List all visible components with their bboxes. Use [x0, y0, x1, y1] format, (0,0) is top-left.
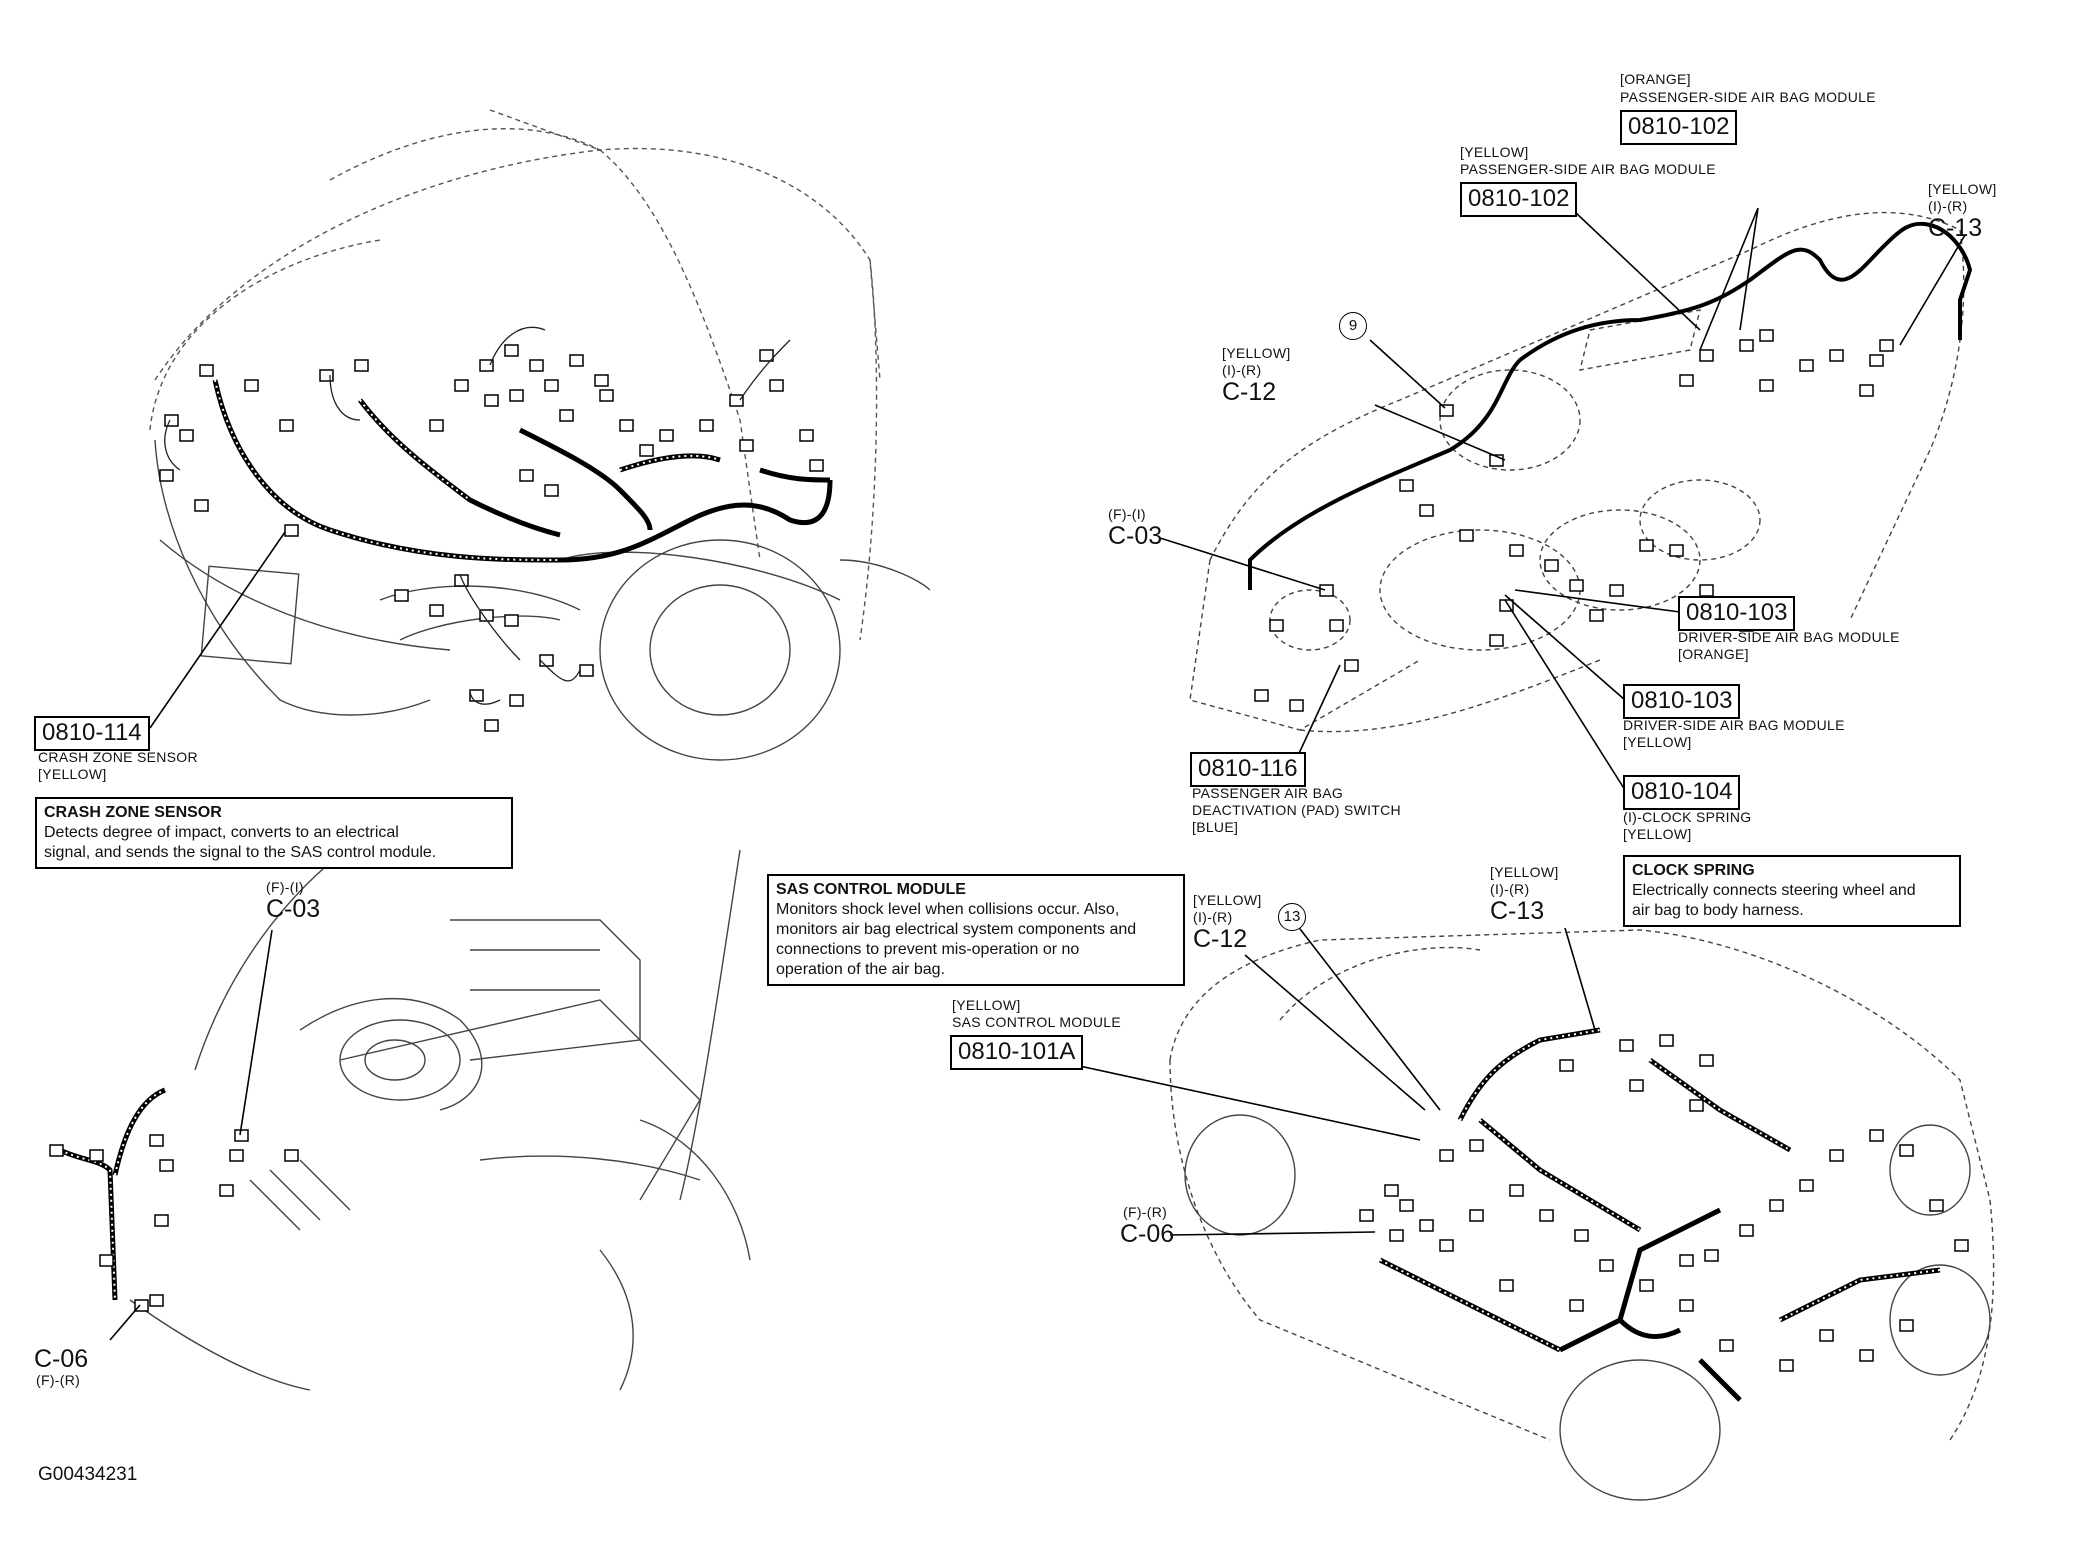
- pass-yellow-color: [YELLOW]: [1460, 144, 1529, 160]
- clock-spring-part-number: 0810-104: [1623, 775, 1741, 810]
- car-c12-position: (I)-(R): [1193, 909, 1233, 925]
- crash-zone-note-line2: signal, and sends the signal to the SAS …: [44, 844, 437, 861]
- crash-zone-note-line1: Detects degree of impact, converts to an…: [44, 824, 399, 841]
- sas-note: SAS CONTROL MODULE Monitors shock level …: [767, 874, 1185, 986]
- car-c12-color: [YELLOW]: [1193, 892, 1262, 908]
- engine-harness-dots: [214, 379, 721, 561]
- car-leaders: [1074, 915, 1596, 1236]
- dash-c12-color: [YELLOW]: [1222, 345, 1291, 361]
- leader-crash-zone: [149, 531, 286, 729]
- cockpit-harness: [58, 1087, 167, 1301]
- pass-yellow-name: PASSENGER-SIDE AIR BAG MODULE: [1460, 161, 1716, 177]
- car-c06-code: C-06: [1120, 1220, 1175, 1248]
- dash-c12-position: (I)-(R): [1222, 362, 1262, 378]
- driver-yellow-color: [YELLOW]: [1623, 734, 1692, 750]
- sas-note-title: SAS CONTROL MODULE: [776, 881, 966, 898]
- car-wheels: [1184, 1114, 1991, 1501]
- engine-bay-drawing: [149, 109, 881, 641]
- clock-spring-name: (I)-CLOCK SPRING: [1623, 809, 1752, 825]
- clock-note-line2: air bag to body harness.: [1632, 902, 1804, 919]
- car-body-outline: [1169, 929, 1995, 1441]
- dashboard-drawing: [1189, 211, 1965, 733]
- car-harness: [1378, 1027, 1941, 1402]
- dashboard-leaders: [1159, 207, 1966, 791]
- clock-note-line1: Electrically connects steering wheel and: [1632, 882, 1916, 899]
- sas-module-name: SAS CONTROL MODULE: [952, 1014, 1122, 1030]
- pad-switch-color: [BLUE]: [1192, 819, 1239, 835]
- driver-orange-color: [ORANGE]: [1678, 646, 1749, 662]
- pad-switch-name-line1: PASSENGER AIR BAG: [1192, 785, 1344, 801]
- car-c13-color: [YELLOW]: [1490, 864, 1559, 880]
- dash-c13-color: [YELLOW]: [1928, 181, 1997, 197]
- dash-c12-code: C-12: [1222, 378, 1277, 406]
- sas-note-line2: monitors air bag electrical system compo…: [776, 921, 1137, 938]
- dash-c03-code: C-03: [1108, 522, 1163, 550]
- dash-c13-code: C-13: [1928, 214, 1983, 242]
- pass-orange-name: PASSENGER-SIDE AIR BAG MODULE: [1620, 89, 1876, 105]
- pass-yellow-part-number: 0810-102: [1460, 182, 1578, 217]
- pad-switch-name-line2: DEACTIVATION (PAD) SWITCH: [1192, 802, 1401, 818]
- car-c12-code: C-12: [1193, 925, 1248, 953]
- leader-left-c03: [239, 929, 273, 1136]
- car-connectors: [1359, 1034, 1969, 1372]
- driver-yellow-name: DRIVER-SIDE AIR BAG MODULE: [1623, 717, 1845, 733]
- driver-orange-part-number: 0810-103: [1678, 596, 1796, 631]
- sas-module-part-number: 0810-101A: [950, 1035, 1084, 1070]
- clock-spring-color: [YELLOW]: [1623, 826, 1692, 842]
- crash-zone-color: [YELLOW]: [38, 766, 107, 782]
- cockpit-harness-dots: [59, 1089, 166, 1301]
- dash-c13-position: (I)-(R): [1928, 198, 1968, 214]
- dashboard-harness: [1248, 221, 1973, 590]
- pass-orange-color: [ORANGE]: [1620, 71, 1691, 87]
- pass-orange-part-number: 0810-102: [1620, 110, 1738, 145]
- crash-zone-note-title: CRASH ZONE SENSOR: [44, 804, 222, 821]
- driver-yellow-part-number: 0810-103: [1623, 684, 1741, 719]
- clock-spring-note: CLOCK SPRING Electrically connects steer…: [1623, 855, 1961, 927]
- dashboard-connectors: [1254, 329, 1894, 712]
- car-c13-position: (I)-(R): [1490, 881, 1530, 897]
- sas-module-color: [YELLOW]: [952, 997, 1021, 1013]
- front-body-outline: [154, 439, 931, 761]
- sas-note-line3: connections to prevent mis-operation or …: [776, 941, 1080, 958]
- car-harness-dots: [1379, 1029, 1941, 1351]
- figure-id: G00434231: [38, 1464, 138, 1485]
- car-c13-code: C-13: [1490, 897, 1545, 925]
- cockpit-connectors: [49, 1129, 299, 1312]
- sas-note-line1: Monitors shock level when collisions occ…: [776, 901, 1120, 918]
- car-c06-position: (F)-(R): [1123, 1204, 1168, 1220]
- cockpit-drawing: [129, 839, 751, 1391]
- left-c03-code: C-03: [266, 895, 321, 923]
- crash-zone-part-number: 0810-114: [34, 716, 150, 751]
- left-c06-code: C-06: [34, 1345, 89, 1373]
- engine-wires: [164, 326, 791, 705]
- pad-switch-part-number: 0810-116: [1190, 752, 1306, 787]
- crash-zone-note: CRASH ZONE SENSOR Detects degree of impa…: [35, 797, 513, 869]
- callout-circle-13: 13: [1278, 903, 1306, 931]
- left-c06-position: (F)-(R): [36, 1372, 81, 1388]
- driver-orange-name: DRIVER-SIDE AIR BAG MODULE: [1678, 629, 1900, 645]
- engine-connectors: [159, 344, 824, 732]
- left-c03-position: (F)-(I): [266, 879, 304, 895]
- dash-c03-position: (F)-(I): [1108, 506, 1146, 522]
- crash-zone-name: CRASH ZONE SENSOR: [38, 749, 198, 765]
- clock-note-title: CLOCK SPRING: [1632, 862, 1755, 879]
- sas-note-line4: operation of the air bag.: [776, 961, 946, 978]
- leader-left-c06: [109, 1304, 141, 1341]
- callout-circle-9: 9: [1339, 312, 1367, 340]
